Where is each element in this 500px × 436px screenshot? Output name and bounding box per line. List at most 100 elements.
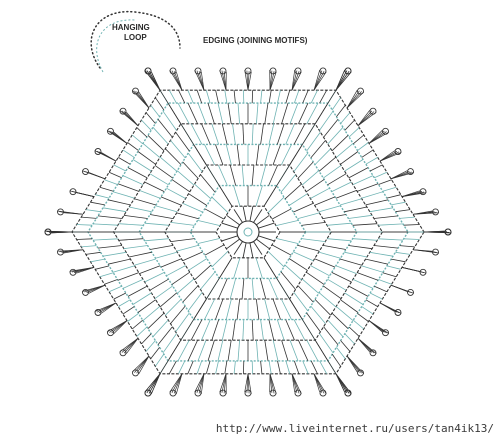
stitch-post — [92, 223, 118, 226]
stitch-post — [170, 222, 195, 226]
stitch-post — [187, 340, 198, 362]
stitch-post — [154, 165, 173, 179]
picot — [219, 67, 227, 75]
edging-fan-stroke — [221, 373, 227, 393]
stitch-post — [365, 157, 378, 165]
stitch-post — [233, 185, 241, 207]
stitch-post — [386, 194, 401, 199]
stitch-post — [123, 214, 148, 219]
stitch-post — [134, 258, 157, 266]
stitch-post — [293, 123, 306, 145]
stitch-post — [293, 90, 300, 104]
stitch-post — [289, 298, 303, 320]
stitch-post — [139, 190, 161, 199]
picot — [419, 268, 427, 276]
stitch-post — [344, 206, 367, 213]
edging-fan-stroke — [175, 373, 183, 395]
stitch-post — [323, 118, 339, 138]
stitch-post — [200, 271, 216, 290]
stitch-post — [319, 90, 328, 104]
picot — [169, 67, 177, 75]
edging-fan-stroke — [244, 373, 249, 393]
stitch-post — [353, 319, 365, 330]
stitch-post — [141, 119, 152, 131]
stitch-post — [160, 196, 182, 206]
stitch-post — [255, 257, 263, 279]
stitch-post — [95, 194, 110, 199]
stitch-post — [369, 164, 383, 172]
stitch-post — [218, 185, 233, 207]
stitch-post — [190, 319, 203, 341]
stitch-post — [369, 292, 383, 300]
stitch-post — [289, 340, 299, 362]
picot — [419, 188, 427, 196]
center-stitch — [249, 206, 254, 222]
stitch-post — [293, 319, 306, 341]
stitch-post — [137, 151, 156, 165]
stitch-post — [131, 134, 143, 145]
edging-fan-stroke — [313, 71, 327, 91]
stitch-post — [344, 251, 367, 258]
picot — [319, 67, 327, 75]
stitch-post — [272, 298, 281, 320]
stitch-post — [318, 292, 337, 308]
edging-fan-stroke — [335, 373, 352, 395]
stitch-post — [200, 174, 216, 193]
edging-fan-stroke — [412, 212, 439, 215]
stitch-post — [187, 90, 194, 104]
stitch-post — [403, 238, 420, 240]
stitch-post — [145, 112, 156, 124]
stitch-post — [275, 220, 299, 226]
stitch-post — [281, 340, 289, 362]
stitch-post — [318, 205, 341, 213]
edging-fan-stroke — [88, 172, 106, 180]
stitch-post — [155, 353, 165, 367]
stitch-post — [182, 285, 199, 303]
stitch-post — [236, 298, 241, 320]
stitch-post — [310, 187, 330, 199]
stitch-post — [118, 238, 144, 241]
edging-fan-stroke — [313, 71, 325, 91]
stitch-post — [211, 251, 229, 268]
edging-fan-stroke — [144, 373, 161, 393]
stitch-post — [348, 167, 369, 179]
stitch-post — [314, 339, 329, 362]
watermark-url: http://www.liveinternet.ru/users/tan4ik1… — [216, 422, 494, 435]
stitch-post — [136, 127, 148, 138]
edging-fan-stroke — [313, 70, 323, 91]
stitch-post — [162, 110, 177, 131]
stitch-post — [108, 171, 122, 179]
stitch-post — [190, 123, 203, 145]
edging-fan-stroke — [412, 249, 439, 254]
stitch-post — [182, 161, 199, 179]
edging-fan-stroke — [146, 373, 161, 393]
stitch-post — [322, 214, 346, 219]
stitch-post — [378, 179, 392, 185]
stitch-post — [134, 198, 157, 206]
stitch-post — [284, 183, 302, 200]
stitch-post — [357, 142, 369, 151]
stitch-post — [215, 298, 224, 320]
stitch-post — [224, 360, 228, 374]
stitch-post — [280, 271, 296, 290]
stitch-post — [167, 339, 182, 362]
stitch-post — [129, 251, 152, 258]
stitch-post — [160, 258, 182, 268]
edging-fan-stroke — [198, 373, 205, 394]
stitch-post — [206, 164, 220, 186]
stitch-post — [263, 257, 278, 279]
edging-fan-stroke — [171, 373, 183, 393]
stitch-post — [361, 191, 384, 199]
stitch-post — [193, 298, 207, 320]
edging-fan-stroke — [291, 71, 302, 91]
stitch-post — [268, 360, 272, 374]
stitch-post — [117, 183, 139, 192]
picot — [382, 329, 389, 337]
stitch-post — [251, 123, 254, 145]
stitch-post — [339, 198, 362, 206]
stitch-post — [280, 144, 292, 166]
picot — [294, 389, 302, 397]
stitch-post — [144, 222, 170, 226]
stitch-post — [255, 185, 263, 207]
